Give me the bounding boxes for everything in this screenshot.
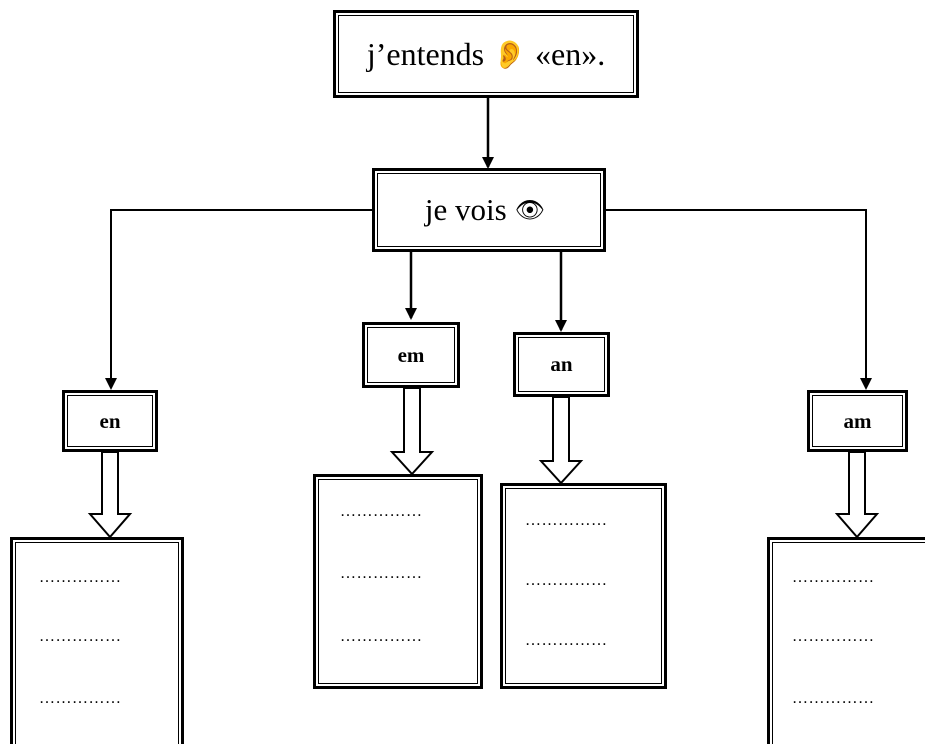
hollow-arrow-en <box>87 451 133 539</box>
ear-icon: 👂 <box>492 37 527 71</box>
heard-sound-box: j’entends 👂 «en». <box>333 10 639 98</box>
connector-middle-to-am <box>606 209 872 390</box>
answer-line[interactable]: …………… <box>525 512 608 529</box>
seen-label: je vois <box>424 192 507 227</box>
answer-box-an: …………… …………… …………… <box>500 483 667 689</box>
hollow-arrow-am <box>834 451 880 539</box>
heard-label: j’entends <box>366 35 485 72</box>
answer-line[interactable]: …………… <box>792 628 875 645</box>
answer-line[interactable]: …………… <box>525 632 608 649</box>
spelling-box-an: an <box>513 332 610 397</box>
answer-line[interactable]: …………… <box>39 690 122 707</box>
connector-middle-to-en <box>105 209 372 390</box>
seen-spellings-text: je vois 👁 <box>375 171 603 249</box>
answer-line[interactable]: …………… <box>340 503 423 520</box>
seen-spellings-box: je vois 👁 <box>372 168 606 252</box>
spelling-label: am <box>843 408 872 433</box>
eye-icon: 👁 <box>514 196 546 224</box>
answer-box-en: …………… …………… …………… <box>10 537 184 744</box>
answer-line[interactable]: …………… <box>340 628 423 645</box>
answer-line[interactable]: …………… <box>525 572 608 589</box>
heard-sound: «en». <box>534 35 606 72</box>
spelling-box-en: en <box>62 390 158 452</box>
spelling-label: em <box>397 342 425 367</box>
heard-sound-text: j’entends 👂 «en». <box>336 13 636 95</box>
answer-line[interactable]: …………… <box>340 565 423 582</box>
spelling-box-am: am <box>807 390 908 452</box>
answer-line[interactable]: …………… <box>792 690 875 707</box>
answer-line[interactable]: …………… <box>792 569 875 586</box>
answer-line[interactable]: …………… <box>39 569 122 586</box>
answer-line[interactable]: …………… <box>39 628 122 645</box>
answer-box-am: …………… …………… …………… <box>767 537 925 744</box>
spelling-label: en <box>99 408 121 433</box>
spelling-box-em: em <box>362 322 460 388</box>
hollow-arrow-an <box>538 396 584 485</box>
hollow-arrow-em <box>389 387 435 476</box>
spelling-label: an <box>550 352 573 376</box>
answer-box-em: …………… …………… …………… <box>313 474 483 689</box>
